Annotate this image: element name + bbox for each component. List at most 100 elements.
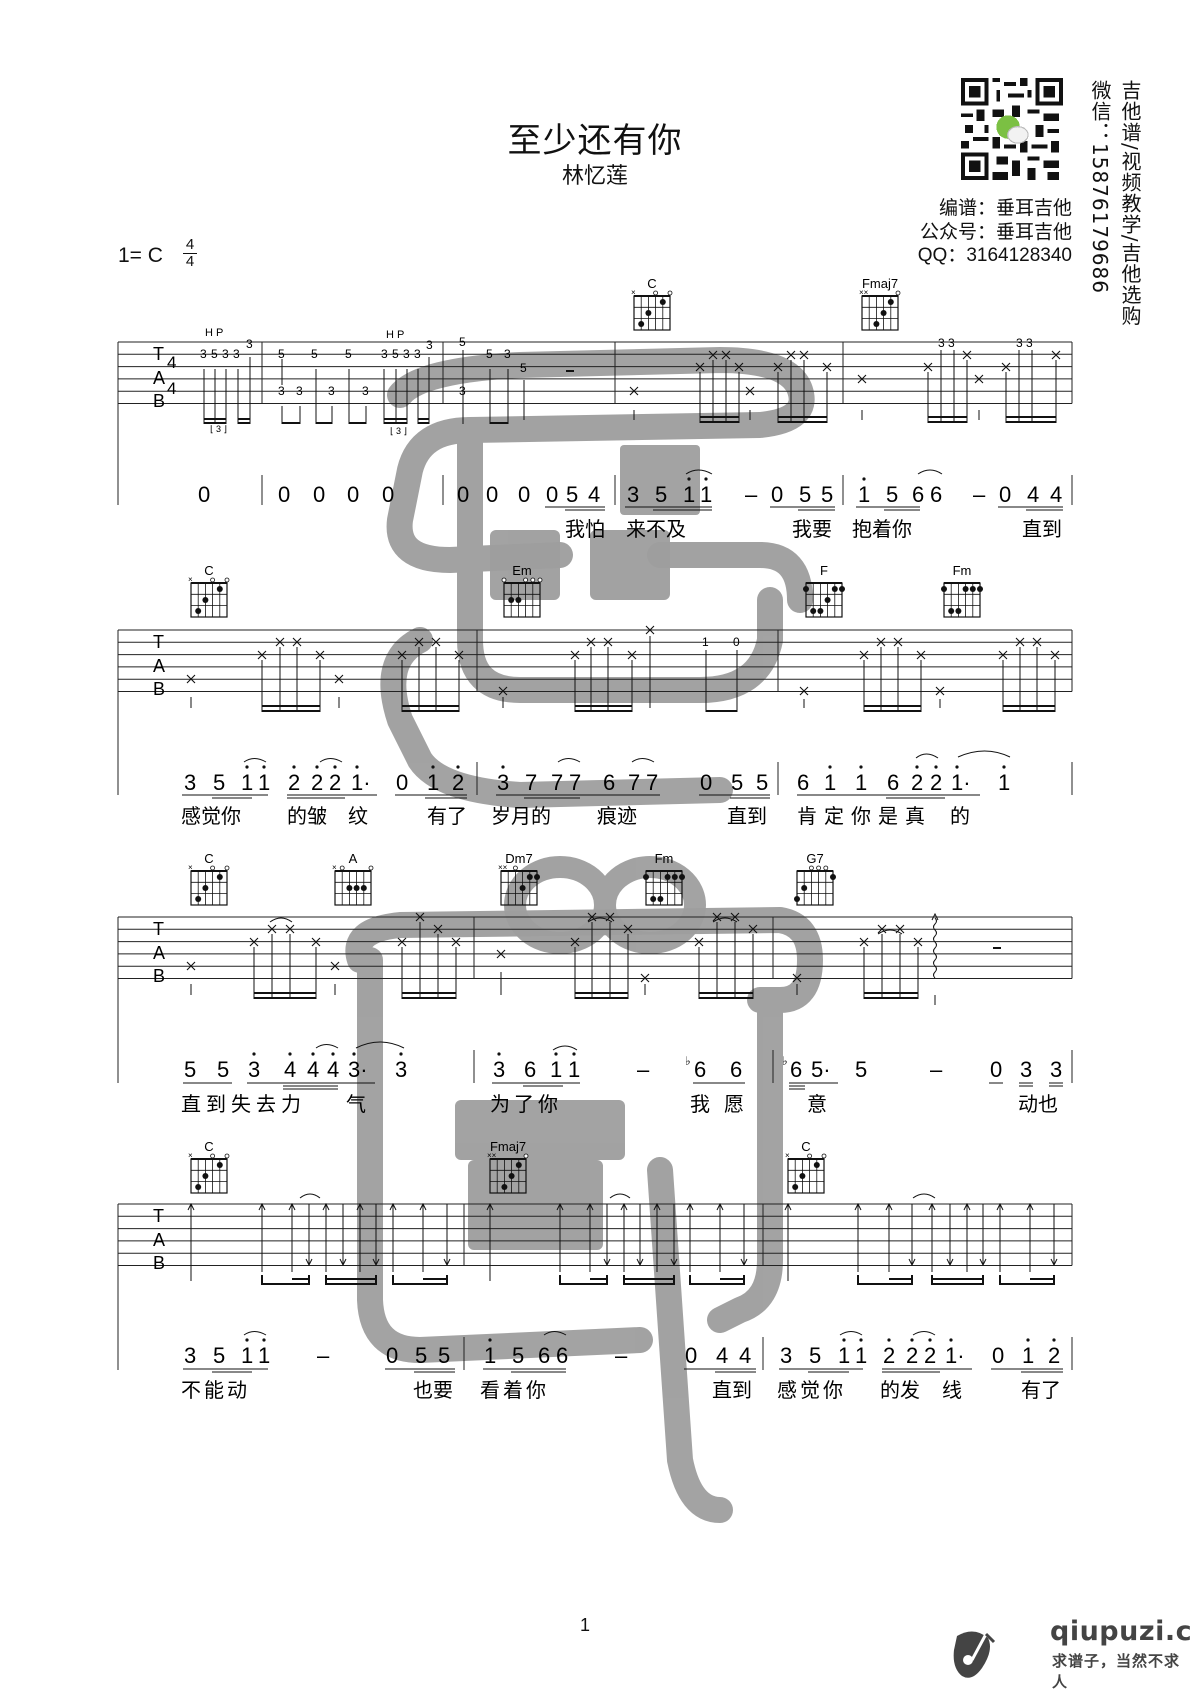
svg-text:直到: 直到 [727, 805, 767, 828]
svg-text:6: 6 [797, 770, 809, 795]
svg-text:–: – [637, 1057, 650, 1082]
svg-text:×: × [188, 863, 193, 872]
svg-text:1: 1 [484, 1343, 496, 1368]
key-signature: 1= C [118, 244, 163, 267]
svg-text:3: 3 [497, 770, 509, 795]
guitar-pick-note-icon [953, 1631, 996, 1678]
svg-text:5: 5 [184, 1057, 196, 1082]
svg-text:3: 3 [328, 384, 335, 398]
system-3: T A B [117, 851, 1073, 1116]
chord-diagram-fmaj7: Fmaj7 ×× [487, 1139, 529, 1194]
svg-text:5: 5 [799, 482, 811, 507]
svg-text:1: 1 [998, 770, 1010, 795]
svg-text:6: 6 [556, 1343, 568, 1368]
svg-text:5: 5 [655, 482, 667, 507]
svg-text:0: 0 [278, 482, 290, 507]
svg-text:我愿: 我愿 [690, 1093, 758, 1116]
svg-text:Dm7: Dm7 [505, 851, 532, 866]
svg-text:♭: ♭ [685, 1054, 691, 1068]
svg-text:1·: 1· [351, 770, 371, 795]
svg-text:岁月的: 岁月的 [491, 805, 551, 828]
svg-text:4: 4 [716, 1343, 728, 1368]
svg-text:♭: ♭ [782, 1054, 788, 1068]
svg-text:6: 6 [887, 770, 899, 795]
svg-text:5: 5 [520, 361, 527, 375]
svg-text:0: 0 [700, 770, 712, 795]
wechat-qr-code-icon [961, 78, 1063, 180]
svg-text:为了你: 为了你 [490, 1093, 562, 1116]
svg-text:3: 3 [248, 1057, 260, 1082]
svg-text:0: 0 [347, 482, 359, 507]
chord-diagram-c: C × [188, 1139, 230, 1194]
svg-text:3: 3 [627, 482, 639, 507]
lyric: 我要 [792, 518, 832, 541]
svg-text:2: 2 [329, 770, 341, 795]
svg-text:2: 2 [911, 770, 923, 795]
chord-diagram-c: C × [631, 276, 673, 331]
svg-text:H P: H P [205, 327, 223, 339]
svg-text:3: 3 [395, 1057, 407, 1082]
time-signature-top: 4 [185, 236, 195, 253]
svg-text:6: 6 [730, 1057, 742, 1082]
svg-text:A: A [153, 656, 165, 676]
svg-text:–: – [317, 1343, 330, 1368]
chord-diagram-c: C × [188, 563, 230, 618]
svg-text:××: ×× [487, 1151, 497, 1160]
svg-text:4: 4 [167, 379, 176, 398]
svg-text:看着你: 看着你 [480, 1379, 549, 1402]
svg-text:G7: G7 [806, 851, 823, 866]
svg-text:T: T [153, 919, 164, 939]
svg-text:–: – [973, 482, 986, 507]
chord-diagram-c: C × [785, 1139, 827, 1194]
svg-text:B: B [153, 391, 165, 411]
chord-diagram-fmaj7: Fmaj7 ×× [859, 276, 901, 331]
svg-text:1: 1 [568, 1057, 580, 1082]
svg-text:0: 0 [771, 482, 783, 507]
svg-text:0: 0 [396, 770, 408, 795]
svg-text:T: T [153, 632, 164, 652]
svg-text:Fm: Fm [953, 563, 972, 578]
svg-text:6: 6 [524, 1057, 536, 1082]
svg-text:3: 3 [233, 347, 240, 361]
svg-text:4: 4 [739, 1343, 751, 1368]
svg-text:3·: 3· [348, 1057, 368, 1082]
svg-text:×: × [332, 863, 337, 872]
svg-text:5: 5 [756, 770, 768, 795]
svg-text:0: 0 [990, 1057, 1002, 1082]
svg-text:2: 2 [883, 1343, 895, 1368]
chord-diagram-c: C × [188, 851, 230, 906]
svg-text:F: F [820, 563, 828, 578]
svg-text:A: A [153, 1230, 165, 1250]
svg-text:⌊ 3 ⌋: ⌊ 3 ⌋ [390, 426, 407, 436]
lyric: 直到 [1022, 518, 1062, 541]
system-4: T A B [117, 1139, 1073, 1402]
svg-text:3: 3 [1020, 1057, 1032, 1082]
svg-text:5: 5 [438, 1343, 450, 1368]
svg-text:7: 7 [569, 770, 581, 795]
svg-text:1: 1 [258, 1343, 270, 1368]
svg-text:5·: 5· [811, 1057, 831, 1082]
svg-text:5: 5 [213, 1343, 225, 1368]
svg-text:1·: 1· [951, 770, 971, 795]
svg-text:3: 3 [278, 384, 285, 398]
strum-arrows [187, 1193, 1058, 1276]
lyric: 来不及 [626, 518, 686, 541]
svg-text:4: 4 [1027, 482, 1039, 507]
svg-text:5: 5 [311, 347, 318, 361]
svg-text:5: 5 [809, 1343, 821, 1368]
chord-diagram-g7: G7 [794, 851, 836, 906]
time-signature-bottom: 4 [185, 253, 195, 270]
svg-text:5: 5 [821, 482, 833, 507]
svg-text:5: 5 [566, 482, 578, 507]
svg-text:××: ×× [859, 288, 869, 297]
svg-text:感觉你: 感觉你 [181, 805, 241, 828]
svg-text:2: 2 [930, 770, 942, 795]
svg-text:的: 的 [950, 805, 970, 828]
svg-text:Fmaj7: Fmaj7 [862, 276, 898, 291]
site-logo-text[interactable]: qiupuzi.com [1050, 1616, 1190, 1647]
svg-text:的发: 的发 [880, 1379, 920, 1402]
svg-text:5: 5 [217, 1057, 229, 1082]
svg-text:5: 5 [211, 347, 218, 361]
svg-text:0: 0 [382, 482, 394, 507]
svg-text:3: 3 [296, 384, 303, 398]
